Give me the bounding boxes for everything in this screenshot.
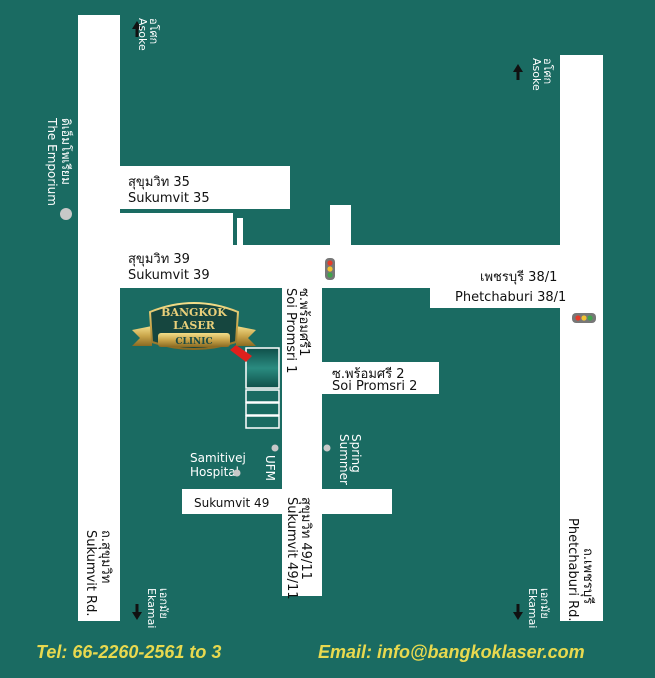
phet38-label-en: Phetchaburi 38/1	[455, 290, 566, 305]
logo-banner	[158, 333, 230, 347]
soi39-label-th: สุขุมวิท 39	[128, 252, 190, 267]
ufm-label: UFM	[263, 455, 277, 481]
soi39-label-en: Sukumvit 39	[128, 268, 210, 283]
contact-phone: Tel: 66-2260-2561 to 3	[36, 642, 222, 662]
contact-email[interactable]: Email: info@bangkoklaser.com	[318, 642, 585, 662]
asoke-label-en-right: Asoke	[530, 58, 543, 91]
ekamai-label-th-right: เอกมัย	[538, 588, 551, 619]
soi-39-right-connector	[237, 218, 243, 245]
spring-summer-label-line1: Spring	[349, 434, 363, 473]
promsri-2-road	[322, 362, 439, 394]
emporium-landmark: ดิเอ็มโพเรียม The Emporium	[45, 117, 74, 220]
ekamai-label-en: Ekamai	[145, 588, 158, 628]
road-network	[78, 15, 603, 621]
asoke-label-th-right: อโศก	[541, 58, 555, 84]
building-block	[245, 415, 280, 429]
sukhumvit-road-label-th: ถ.สุขุมวิท	[98, 530, 113, 583]
samitivej-label-line1: Samitivej	[190, 451, 246, 465]
spring-summer-dot-icon	[323, 444, 331, 452]
ufm-dot-icon	[271, 444, 279, 452]
road-labels: สุขุมวิท 35 Sukumvit 35 สุขุมวิท 39 Suku…	[83, 175, 596, 622]
spring-summer-label-line2: Summer	[337, 434, 351, 485]
direction-arrows	[132, 21, 523, 620]
asoke-up-arrow-icon	[132, 21, 142, 37]
soi-35-road	[120, 166, 290, 209]
phetchaburi-road	[560, 55, 603, 621]
logo-line-2: LASER	[173, 319, 216, 332]
emporium-label-th: ดิเอ็มโพเรียม	[59, 118, 74, 185]
phetchaburi-road-label-en: Phetchaburi Rd.	[565, 518, 580, 622]
clinic-building-highlight	[245, 347, 280, 389]
sukhumvit-road-label-en: Sukumvit Rd.	[83, 530, 98, 616]
asoke-label-en: Asoke	[136, 18, 149, 51]
building-block	[245, 402, 280, 416]
soi35-label-en: Sukumvit 35	[128, 191, 210, 206]
landmarks: Samitivej Hospital UFM Spring Summer	[190, 434, 363, 485]
traffic-light-center	[325, 258, 335, 280]
samitivej-label-line2: Hospital	[190, 465, 239, 479]
logo-ribbon	[132, 326, 152, 346]
soi-39-mid	[330, 205, 351, 245]
bangkok-laser-clinic-logo: BANGKOK LASER CLINIC	[132, 302, 256, 350]
emporium-label-en: The Emporium	[45, 117, 59, 206]
building-block	[245, 389, 280, 403]
samitivej-dot-icon	[233, 469, 241, 477]
ekamai-label-en-right: Ekamai	[526, 588, 539, 628]
direction-labels: อโศก Asoke อโศก Asoke เอกมัย Ekamai เอกม…	[136, 18, 555, 628]
soi-39-connector	[120, 213, 233, 245]
clinic-marker-arrow-icon	[230, 345, 252, 362]
logo-line-3: CLINIC	[175, 337, 212, 347]
soi49-11-label-th: สุขุมวิท 49/11	[298, 497, 313, 580]
sukhumvit-road	[78, 15, 120, 621]
promsri1-label-th: ซ.พร้อมศรี1	[296, 288, 312, 356]
asoke-label-th: อโศก	[147, 18, 161, 44]
asoke-up-arrow-icon-right	[513, 64, 523, 80]
soi-49-road	[182, 489, 392, 514]
emporium-dot-icon	[60, 208, 72, 220]
promsri2-label-th: ซ.พร้อมศรี 2	[332, 366, 405, 382]
traffic-light-right	[572, 313, 596, 323]
phetchaburi-road-label-th-2: ถ.เพชรบุรี	[580, 548, 596, 604]
phet38-label-th: เพชรบุรี 38/1	[480, 269, 557, 285]
promsri-1-road	[282, 288, 322, 596]
ekamai-down-arrow-icon	[132, 604, 142, 620]
soi35-label-th: สุขุมวิท 35	[128, 175, 190, 190]
logo-ribbon	[236, 326, 256, 346]
ekamai-label-th: เอกมัย	[157, 588, 170, 619]
soi49-11-label-en: Sukumvit 49/11	[284, 497, 299, 600]
soi49-label-en: Sukumvit 49	[194, 496, 269, 510]
logo-line-1: BANGKOK	[161, 306, 227, 319]
promsri2-label-en: Soi Promsri 2	[332, 379, 417, 394]
promsri1-label-en: Soi Promsri 1	[283, 288, 298, 373]
clinic-building	[230, 345, 280, 429]
ekamai-down-arrow-icon-right	[513, 604, 523, 620]
phet-38-road	[430, 245, 560, 308]
